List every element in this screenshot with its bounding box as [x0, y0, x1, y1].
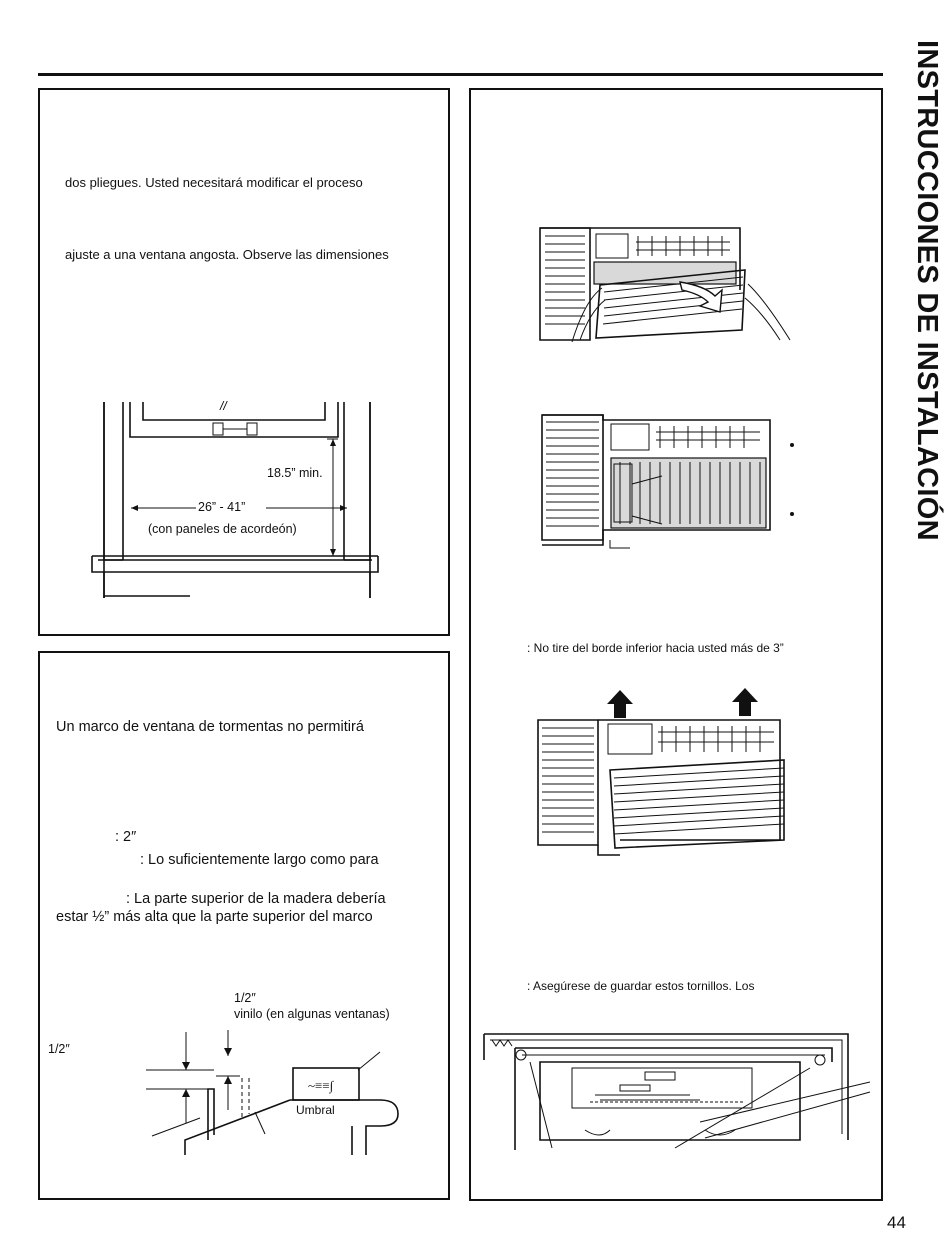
- storm-window-text-5: estar ½” más alta que la parte superior …: [56, 909, 373, 925]
- svg-text://: //: [219, 399, 228, 413]
- storm-window-text-4: : La parte superior de la madera debería: [126, 891, 386, 907]
- half-inch-top-label: 1/2″: [234, 991, 256, 1005]
- storm-window-text-1: Un marco de ventana de tormentas no perm…: [56, 719, 364, 735]
- storm-window-text-2: : 2″: [115, 829, 137, 845]
- pull-caution-note: : No tire del borde inferior hacia usted…: [527, 641, 784, 655]
- storm-window-text-3: : Lo suficientemente largo como para: [140, 852, 379, 868]
- svg-text:~≡≡∫: ~≡≡∫: [308, 1078, 335, 1094]
- left-top-text-line-1: dos pliegues. Usted necesitará modificar…: [65, 175, 363, 190]
- sill-label: Umbral: [296, 1103, 335, 1117]
- vinyl-label: vinilo (en algunas ventanas): [234, 1007, 390, 1021]
- page-number: 44: [887, 1213, 906, 1232]
- width-dimension-label: 26” - 41”: [198, 500, 246, 514]
- left-top-panel: [38, 88, 450, 636]
- width-dimension-note: (con paneles de acordeón): [148, 522, 297, 536]
- right-panel: [469, 88, 883, 1201]
- half-inch-left-label: 1/2″: [48, 1042, 70, 1056]
- header-rule: [38, 73, 883, 76]
- save-screws-note: : Asegúrese de guardar estos tornillos. …: [527, 979, 755, 993]
- left-top-text-line-2: ajuste a una ventana angosta. Observe la…: [65, 247, 389, 262]
- height-dimension-label: 18.5” min.: [267, 466, 323, 480]
- left-bottom-panel: [38, 651, 450, 1200]
